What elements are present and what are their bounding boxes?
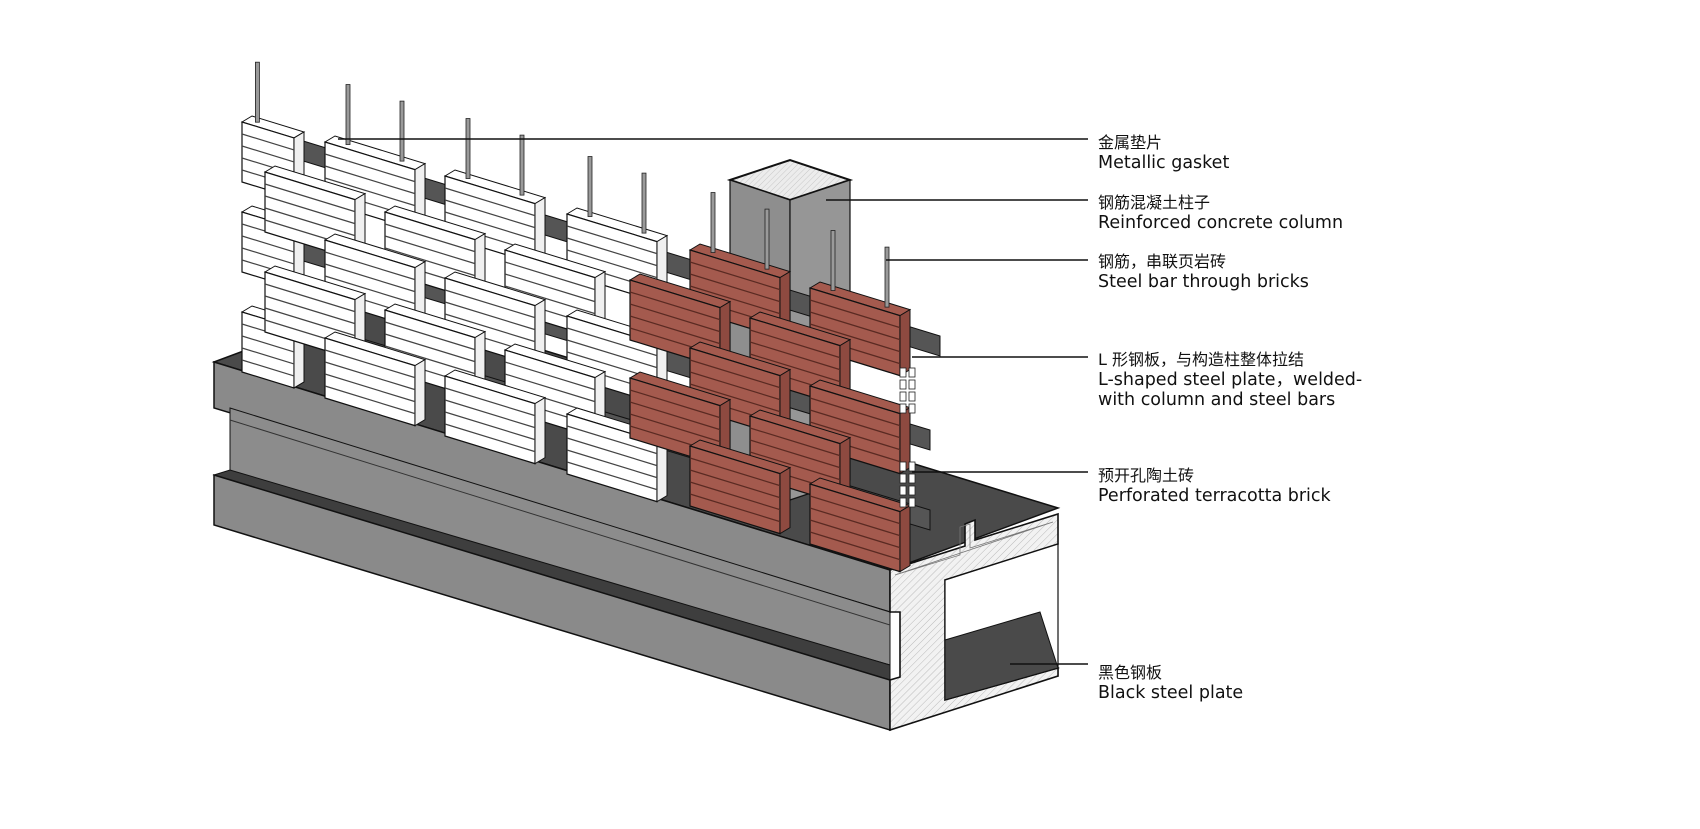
label-en: Perforated terracotta brick — [1098, 486, 1331, 506]
label-metallic-gasket: 金属垫片 Metallic gasket — [1098, 133, 1229, 173]
brick-perforation — [908, 473, 916, 484]
white-brick-stack — [443, 369, 547, 465]
label-l-shaped-steel-plate: L 形钢板，与构造柱整体拉结 L-shaped steel plate，weld… — [1098, 350, 1362, 410]
brick-perforation — [908, 379, 916, 390]
leader-lines — [338, 138, 1088, 665]
brick-perforation — [899, 461, 907, 472]
label-cn: 预开孔陶土砖 — [1098, 466, 1195, 485]
terracotta-brick-stack — [688, 439, 792, 535]
label-cn: 钢筋混凝土柱子 — [1098, 193, 1211, 212]
brick-perforation — [908, 497, 916, 508]
steel-rebar — [519, 134, 525, 196]
steel-rebar — [587, 156, 593, 217]
label-en: Metallic gasket — [1098, 153, 1230, 173]
brick-perforation — [899, 391, 907, 402]
steel-rebar — [345, 84, 351, 145]
steel-rebar — [830, 230, 836, 291]
label-cn: L 形钢板，与构造柱整体拉结 — [1098, 350, 1305, 369]
steel-rebar — [254, 61, 260, 123]
label-black-steel-plate: 黑色钢板 Black steel plate — [1098, 663, 1243, 703]
brick-perforation — [908, 391, 916, 402]
brick-perforation — [908, 367, 916, 378]
brick-perforation — [908, 461, 916, 472]
brick-perforation — [899, 379, 907, 390]
label-cn: 钢筋，串联页岩砖 — [1098, 252, 1227, 271]
brick-perforation — [899, 403, 907, 414]
label-steel-bar-through-bricks: 钢筋，串联页岩砖 Steel bar through bricks — [1098, 252, 1309, 292]
terracotta-brick-stack — [808, 477, 912, 573]
label-cn: 黑色钢板 — [1098, 663, 1163, 682]
brick-perforation — [899, 497, 907, 508]
label-en: L-shaped steel plate，welded- — [1098, 370, 1363, 390]
steel-rebar — [710, 192, 716, 253]
white-brick-stack — [323, 331, 427, 427]
steel-rebar — [884, 246, 890, 308]
label-en: Steel bar through bricks — [1098, 272, 1309, 292]
steel-rebar — [465, 118, 471, 179]
brick-perforation — [908, 403, 916, 414]
steel-rebar — [641, 172, 647, 234]
brick-perforation — [908, 485, 916, 496]
label-en-line2: with column and steel bars — [1098, 390, 1336, 410]
label-perforated-terracotta-brick: 预开孔陶土砖 Perforated terracotta brick — [1098, 466, 1331, 506]
label-reinforced-concrete-column: 钢筋混凝土柱子 Reinforced concrete column — [1098, 193, 1343, 233]
label-en: Black steel plate — [1098, 683, 1244, 703]
brick-screen — [240, 61, 916, 573]
steel-rebar — [764, 208, 770, 270]
label-en: Reinforced concrete column — [1098, 213, 1344, 233]
brick-perforation — [899, 485, 907, 496]
brick-perforation — [899, 367, 907, 378]
label-cn: 金属垫片 — [1098, 133, 1163, 152]
brick-perforation — [899, 473, 907, 484]
steel-rebar — [399, 100, 405, 162]
